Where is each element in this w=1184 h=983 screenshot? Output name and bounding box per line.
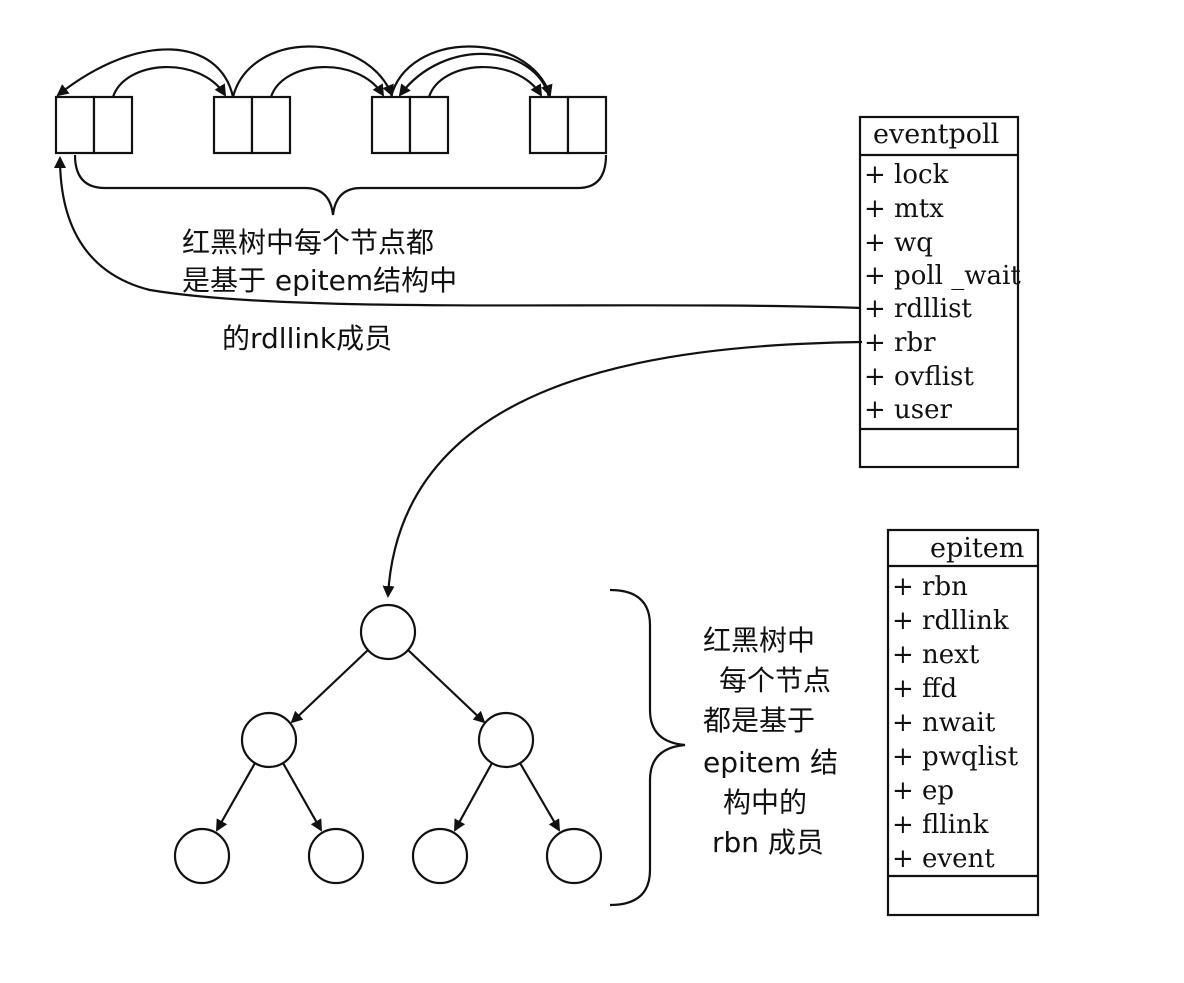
tree-note-line-1: 红黑树中: [703, 624, 815, 657]
tree-node-right: [477, 711, 535, 769]
epitem-field-rdllink: + rdllink: [892, 606, 1009, 636]
tree-note-line-4: epitem 结: [703, 746, 838, 779]
list-next-arrow-3: [427, 65, 543, 98]
list-prev-arrow-2: [231, 45, 394, 98]
eventpoll-title: eventpoll: [873, 119, 999, 150]
list-prev-arrow-4: [398, 52, 551, 98]
eventpoll-field-rbr: + rbr: [864, 328, 936, 358]
tree-node-lr: [307, 827, 365, 885]
tree-node-ll: [173, 827, 231, 885]
tree-edge-right-rl: [454, 762, 493, 832]
list-next-arrow-2: [269, 65, 385, 98]
list-prev-arrow-3: [389, 45, 553, 98]
epitem-field-fllink: + fllink: [892, 810, 989, 840]
tree-edge-left-ll: [216, 762, 256, 832]
epitem-field-event: + event: [892, 844, 995, 874]
epitem-field-rbn: + rbn: [892, 572, 968, 602]
eventpoll-field-mtx: + mtx: [864, 194, 944, 224]
tree-node-left: [240, 711, 298, 769]
epitem-field-pwqlist: + pwqlist: [892, 742, 1019, 772]
tree-note-line-5: 构中的: [723, 786, 807, 819]
eventpoll-field-user: + user: [864, 395, 953, 425]
eventpoll-field-lock: + lock: [864, 160, 949, 190]
eventpoll-field-rdllist: + rdllist: [864, 294, 972, 324]
eventpoll-field-poll-wait: + poll _wait: [864, 261, 1021, 291]
rb-tree: [173, 588, 686, 907]
tree-edge-left-lr: [282, 762, 322, 832]
list-node-2: [212, 95, 292, 155]
epitem-field-next: + next: [892, 640, 980, 670]
list-node-4: [528, 95, 608, 155]
list-node-1: [54, 95, 134, 155]
tree-brace: [609, 588, 686, 907]
list-brace: [73, 154, 608, 216]
epitem-title: epitem: [930, 533, 1024, 564]
tree-note-line-3: 都是基于: [703, 704, 815, 737]
rdllist-pointer-arrow: [54, 156, 863, 310]
rdllist-linked-list: [54, 45, 608, 216]
list-note-line-3: 的rdllink成员: [222, 322, 392, 355]
tree-note-line-6: rbn 成员: [712, 826, 824, 859]
tree-edge-root-right: [407, 649, 486, 724]
eventpoll-field-wq: + wq: [864, 228, 933, 258]
list-note: 红黑树中每个节点都 是基于 epitem结构中 的rdllink成员: [182, 226, 457, 355]
epitem-class-box: epitem + rbn + rdllink + next + ffd + nw…: [886, 528, 1040, 917]
epitem-field-ffd: + ffd: [892, 674, 957, 704]
list-next-arrow-1: [111, 65, 227, 98]
tree-node-root: [359, 603, 417, 661]
tree-note: 红黑树中 每个节点 都是基于 epitem 结 构中的 rbn 成员: [703, 624, 838, 859]
tree-note-line-2: 每个节点: [719, 664, 831, 697]
tree-edge-right-rr: [519, 762, 561, 832]
list-prev-arrow-1: [56, 48, 235, 98]
list-note-line-1: 红黑树中每个节点都: [182, 226, 434, 259]
eventpoll-field-ovflist: + ovflist: [864, 362, 974, 392]
list-note-line-2: 是基于 epitem结构中: [182, 264, 457, 297]
eventpoll-class-box: eventpoll + lock + mtx + wq + poll _wait…: [858, 115, 1021, 469]
epitem-field-ep: + ep: [892, 776, 954, 806]
list-node-3: [370, 95, 450, 155]
rbr-pointer-arrow: [382, 340, 863, 598]
tree-node-rr: [545, 827, 603, 885]
epitem-field-nwait: + nwait: [892, 708, 996, 738]
tree-edge-root-left: [290, 649, 369, 724]
tree-node-rl: [411, 827, 469, 885]
